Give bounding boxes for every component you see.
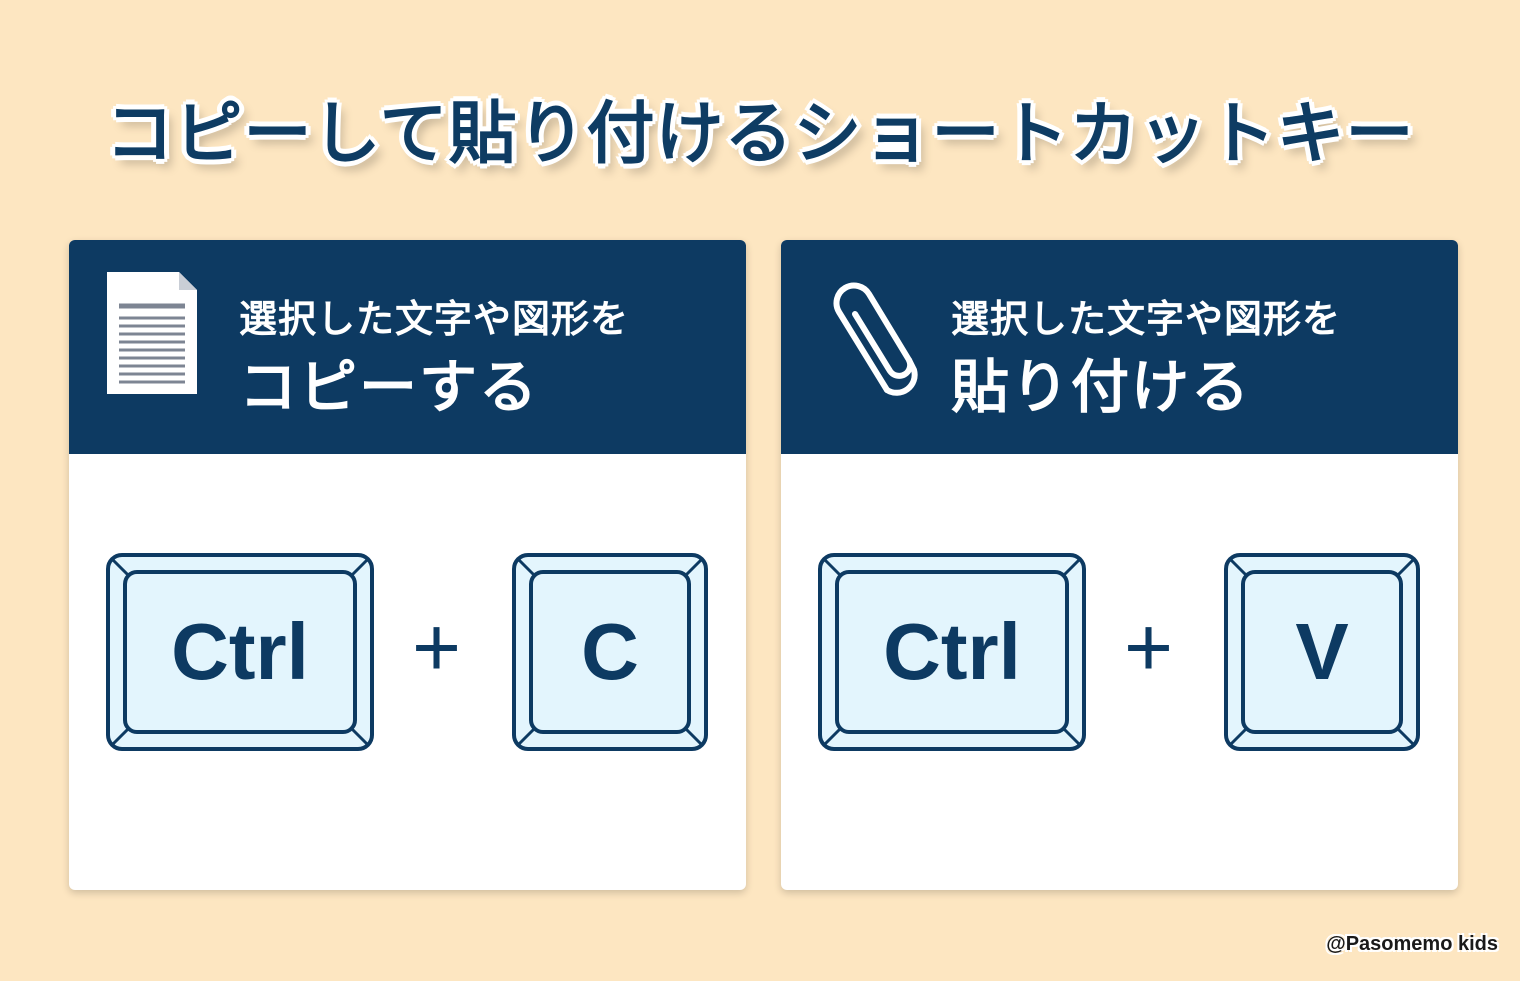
- ctrl-key-label: Ctrl: [171, 607, 309, 696]
- paperclip-icon: [833, 282, 918, 396]
- copy-card-subtitle: 選択した文字や図形を: [239, 297, 630, 341]
- paste-card: 選択した文字や図形を 貼り付ける Ctrl + V: [781, 240, 1458, 890]
- document-icon: [107, 272, 197, 394]
- page-title: コピーして貼り付けるショートカットキー: [105, 95, 1415, 174]
- paste-card-action: 貼り付ける: [951, 353, 1252, 421]
- c-key: C: [511, 552, 709, 752]
- v-key: V: [1223, 552, 1421, 752]
- copy-card: 選択した文字や図形を コピーする Ctrl + C: [69, 240, 746, 890]
- ctrl-key-label: Ctrl: [883, 607, 1021, 696]
- paste-card-header: 選択した文字や図形を 貼り付ける: [781, 240, 1458, 454]
- credit-text: @Pasomemo kids: [1326, 933, 1498, 955]
- plus-sign: +: [412, 600, 462, 694]
- plus-sign: +: [1124, 600, 1174, 694]
- copy-card-action: コピーする: [239, 353, 540, 421]
- ctrl-key: Ctrl: [105, 552, 375, 752]
- paste-card-subtitle: 選択した文字や図形を: [951, 297, 1342, 341]
- ctrl-key: Ctrl: [817, 552, 1087, 752]
- c-key-label: C: [581, 607, 639, 696]
- v-key-label: V: [1295, 607, 1349, 696]
- copy-card-header: 選択した文字や図形を コピーする: [69, 240, 746, 454]
